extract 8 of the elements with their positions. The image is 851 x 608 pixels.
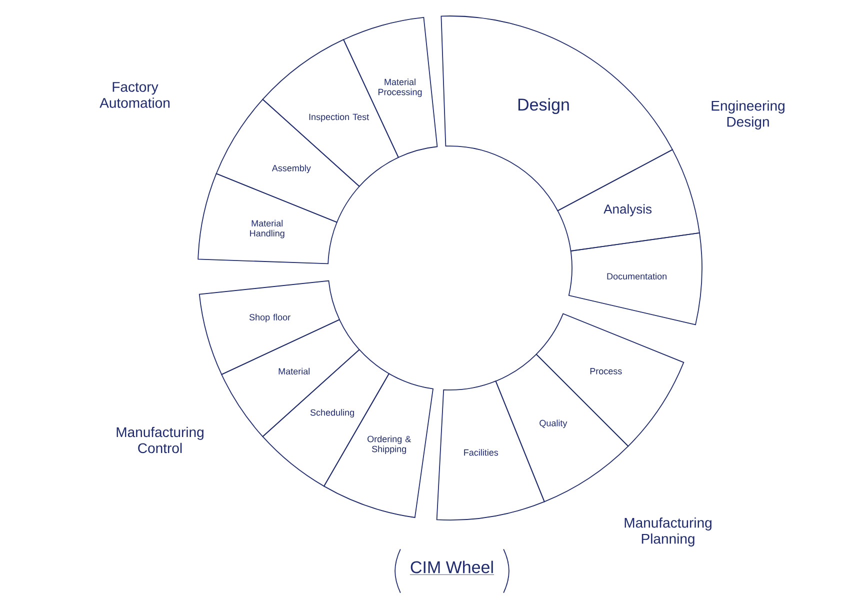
wheel-segment: Material Handling bbox=[198, 173, 338, 264]
group-label: Manufacturing Planning bbox=[624, 517, 712, 547]
group-label: Factory Automation bbox=[100, 82, 170, 108]
caption: CIM Wheel bbox=[410, 560, 494, 575]
group-label: Manufacturing Control bbox=[116, 426, 204, 454]
group-label: Engineering Design bbox=[712, 100, 784, 130]
wheel-segment: Analysis bbox=[557, 149, 700, 252]
wheel-segment: Documentation bbox=[568, 232, 702, 326]
